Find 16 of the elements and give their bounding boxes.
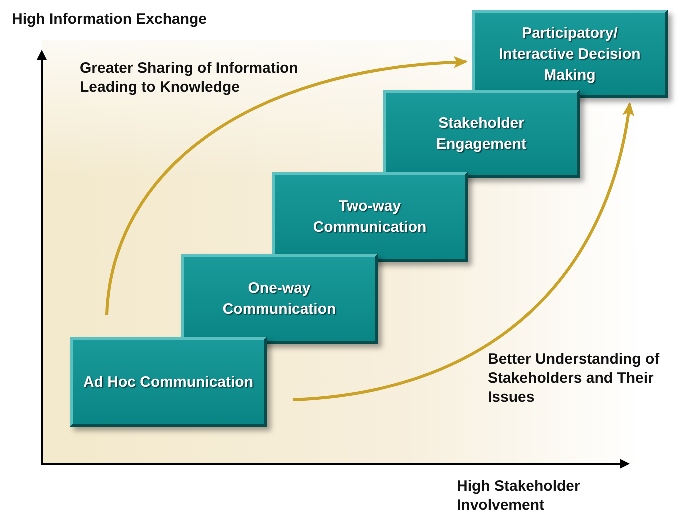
annotation-text: Greater Sharing of Information Leading to Knowledge [80, 59, 300, 97]
axis-label: High Stakeholder Involvement [457, 477, 582, 513]
curved-arrow [292, 102, 634, 402]
axis-label: High Information Exchange [12, 10, 208, 29]
step-label: Participatory/ Interactive Decision Making [498, 24, 642, 86]
step-box [383, 90, 580, 178]
step-box [472, 10, 668, 98]
step-label: Ad Hoc Communication [82, 372, 254, 392]
step-box [181, 254, 378, 344]
step-box [272, 172, 468, 262]
annotation-text: Better Understanding of Stakeholders and Their Issues [488, 350, 661, 407]
step-label: One-way Communication [222, 279, 338, 320]
step-box [70, 337, 267, 427]
step-label: Stakeholder Engagement [435, 114, 528, 155]
curved-arrow [106, 56, 468, 316]
step-label: Two-way Communication [312, 197, 428, 238]
